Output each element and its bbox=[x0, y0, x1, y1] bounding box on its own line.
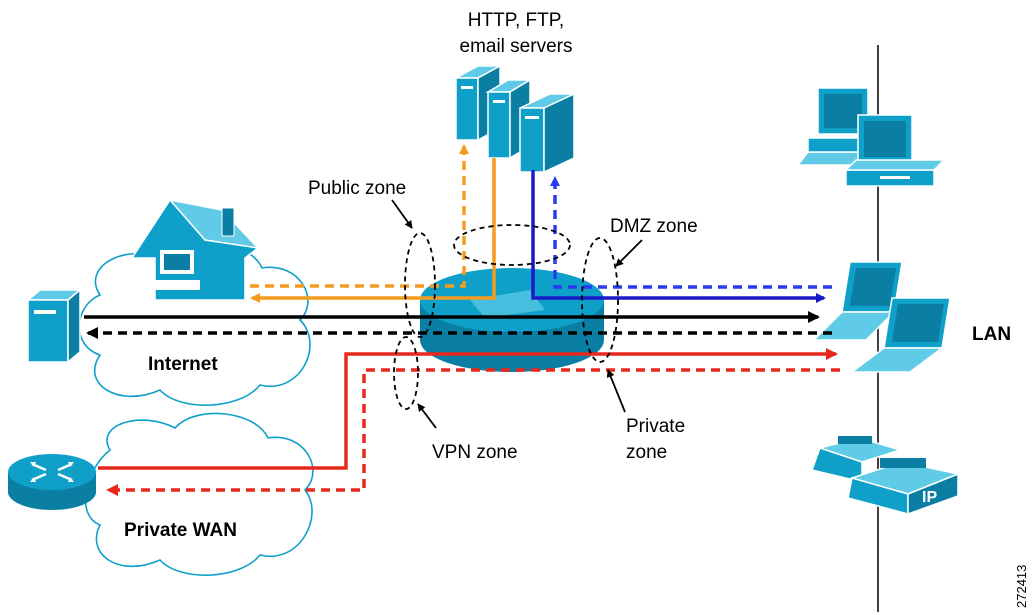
servers-label-line2: email servers bbox=[460, 36, 573, 57]
public-zone-return-flow bbox=[250, 144, 469, 288]
router-icon bbox=[8, 454, 96, 510]
internet-label: Internet bbox=[148, 354, 218, 375]
firewall-router-icon bbox=[420, 268, 604, 372]
public-zone-flow bbox=[250, 158, 496, 303]
public-zone-pointer bbox=[391, 199, 413, 229]
dmz-zone-label: DMZ zone bbox=[610, 216, 698, 237]
dmz-zone-marker bbox=[581, 237, 619, 363]
dmz-server-zone-marker bbox=[453, 224, 571, 266]
dmz-zone-return-flow bbox=[550, 176, 832, 289]
ip-phone-icon: IP bbox=[847, 458, 961, 516]
vpn-zone-return-flow bbox=[106, 368, 840, 496]
vpn-zone-pointer bbox=[417, 403, 437, 429]
private-wan-label: Private WAN bbox=[124, 520, 237, 541]
servers-label-line1: HTTP, FTP, bbox=[468, 10, 564, 31]
dmz-zone-flow bbox=[531, 170, 826, 303]
server-icon bbox=[25, 288, 83, 364]
vpn-zone-flow bbox=[98, 348, 838, 470]
private-zone-label-line1: Private bbox=[626, 416, 685, 437]
server-stack-icon bbox=[455, 64, 575, 174]
server-icon bbox=[519, 92, 575, 174]
vpn-zone-label: VPN zone bbox=[432, 442, 518, 463]
svg-text:IP: IP bbox=[922, 489, 937, 506]
public-zone-label: Public zone bbox=[308, 178, 406, 199]
dmz-zone-pointer bbox=[615, 239, 643, 267]
desktop-pc-icon bbox=[844, 114, 946, 187]
private-wan-cloud bbox=[84, 412, 314, 576]
house-pc-icon bbox=[130, 198, 261, 301]
lan-label: LAN bbox=[972, 324, 1011, 345]
private-zone-pointer bbox=[606, 369, 626, 413]
laptop-icon bbox=[812, 261, 903, 341]
laptop-icon bbox=[849, 297, 951, 373]
vpn-zone-marker bbox=[393, 336, 419, 410]
figure-id-label: 272413 bbox=[1014, 565, 1029, 608]
public-zone-marker bbox=[404, 232, 436, 338]
private-zone-label-line2: zone bbox=[626, 442, 667, 463]
